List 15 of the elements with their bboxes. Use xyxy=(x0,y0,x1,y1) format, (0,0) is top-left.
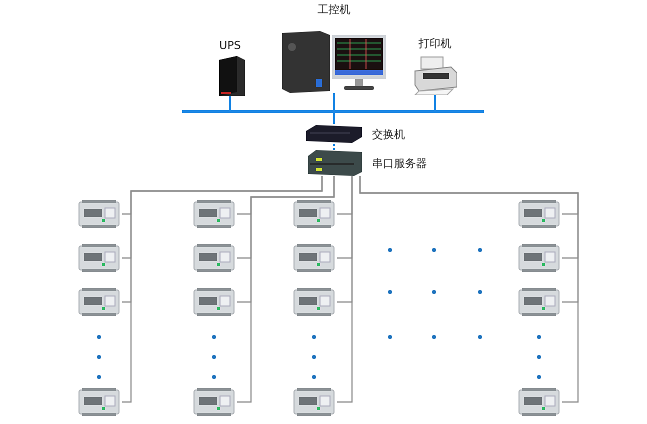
cable-line xyxy=(237,176,335,403)
cable-line xyxy=(359,176,579,403)
device-label: 打印机 xyxy=(418,38,452,49)
network-line xyxy=(229,96,231,110)
network-line xyxy=(333,93,335,110)
cable-line xyxy=(337,176,353,403)
device-label: UPS xyxy=(219,40,241,51)
network-line xyxy=(333,113,335,124)
cable-line xyxy=(122,176,323,403)
network-bus-bar xyxy=(182,110,484,113)
network-line xyxy=(434,95,436,110)
network-line xyxy=(333,144,335,150)
device-label: 工控机 xyxy=(318,4,350,15)
device-label: 串口服务器 xyxy=(372,158,427,168)
device-label: 交换机 xyxy=(372,128,405,140)
